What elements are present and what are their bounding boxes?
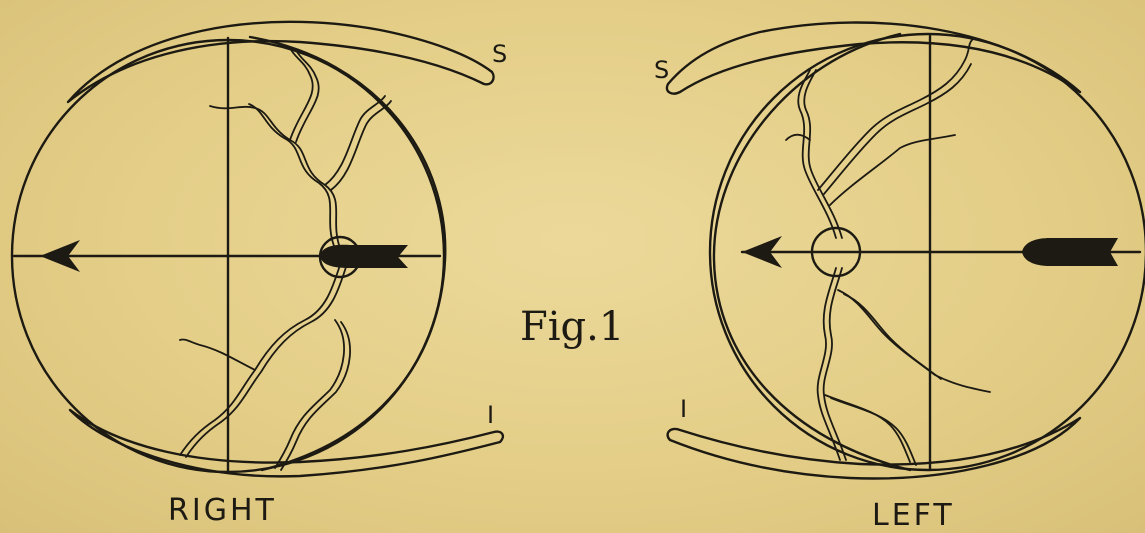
right-superior-label: S: [492, 40, 507, 68]
figure-title: Fig.1: [520, 304, 624, 350]
left-fixation-arrow-icon: [1022, 238, 1118, 266]
left-superior-label: S: [654, 56, 669, 84]
right-lower-lid: [70, 410, 503, 476]
right-fixation-arrow-icon: [320, 245, 408, 268]
left-eye-diagram: S I LEFT: [654, 22, 1145, 533]
left-eye-caption: LEFT: [872, 498, 955, 533]
left-inferior-label: I: [680, 395, 687, 423]
right-inferior-label: I: [487, 401, 494, 429]
right-eye-diagram: S I RIGHT: [12, 22, 507, 528]
left-upper-lid: [667, 22, 1080, 93]
right-eye-caption: RIGHT: [168, 493, 277, 528]
left-lower-lid: [668, 418, 1080, 478]
